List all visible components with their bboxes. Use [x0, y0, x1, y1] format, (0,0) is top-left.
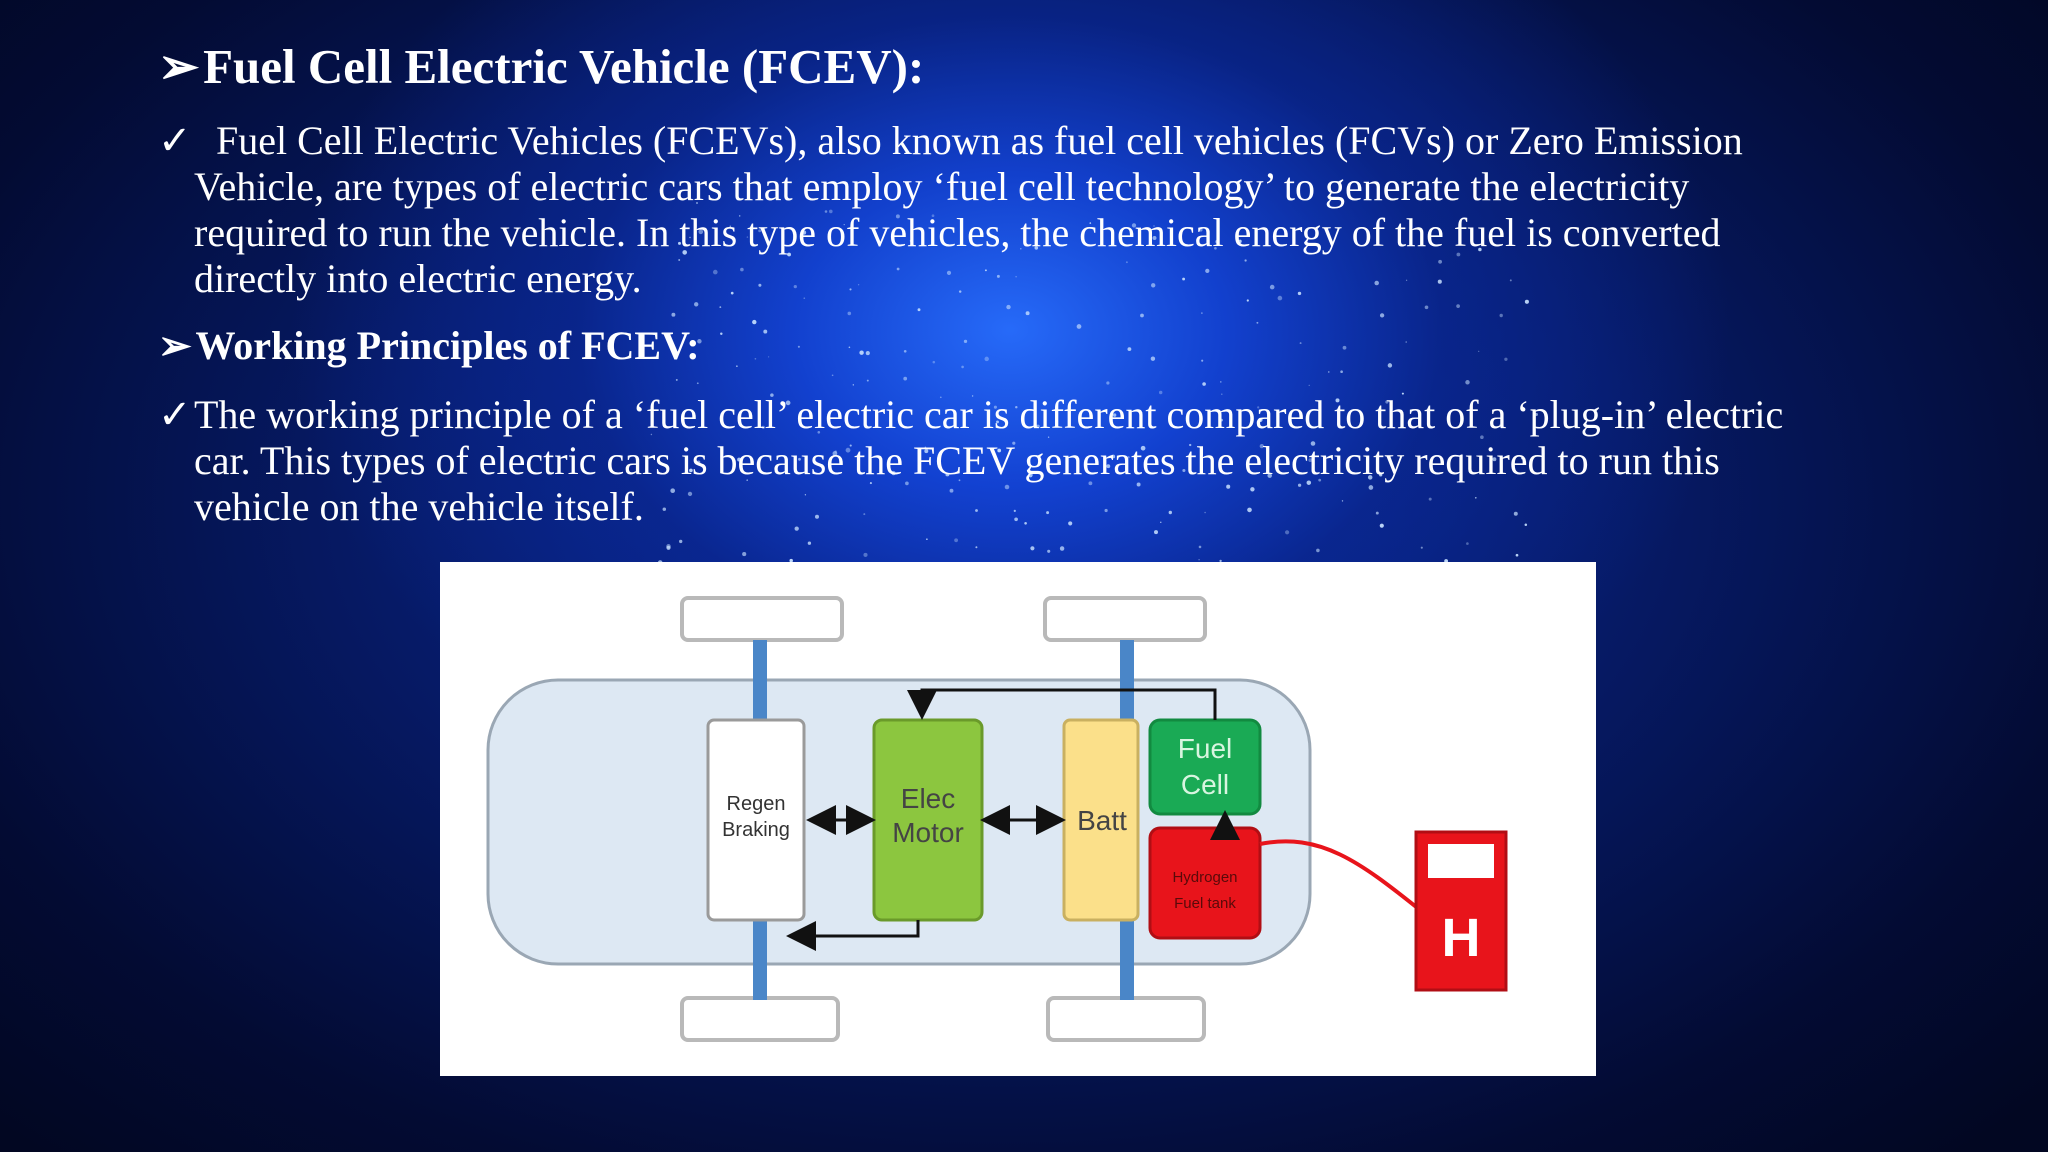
bullet-line: required to run the vehicle. In this typ… [194, 210, 1721, 255]
fuel-cell-label-1: Fuel [1178, 733, 1232, 764]
bullet-line: Fuel Cell Electric Vehicles (FCEVs), als… [216, 118, 1743, 163]
checkmark-icon: ✓ [158, 118, 192, 163]
bullet-line: Vehicle, are types of electric cars that… [194, 164, 1690, 209]
bullet-working-principle: ✓ The working principle of a ‘fuel cell’… [158, 392, 1958, 542]
regen-label-1: Regen [727, 793, 786, 815]
fcev-diagram: Regen Braking Elec Motor Batt Fuel Cell … [440, 562, 1596, 1076]
battery-label: Batt [1077, 805, 1127, 836]
slide-title: Fuel Cell Electric Vehicle (FCEV): [203, 39, 925, 94]
wheel-rear-top [1043, 596, 1207, 642]
station-display [1428, 844, 1494, 878]
regen-braking-block [706, 718, 806, 922]
bullet-line: The working principle of a ‘fuel cell’ e… [194, 392, 1784, 437]
arrow-bullet-icon: ➢ [158, 39, 200, 94]
fuel-hose [1259, 839, 1422, 912]
fuel-cell-block [1148, 718, 1262, 816]
station-label: H [1442, 908, 1481, 968]
slide-title-row: ➢Fuel Cell Electric Vehicle (FCEV): [158, 38, 924, 95]
section-subtitle: Working Principles of FCEV: [195, 323, 700, 368]
bullet-fcev-definition: ✓ Fuel Cell Electric Vehicles (FCEVs), a… [158, 118, 1958, 308]
checkmark-icon: ✓ [158, 392, 192, 437]
wheel-front-bottom [680, 996, 840, 1042]
motor-label-2: Motor [892, 817, 964, 848]
bullet-line: directly into electric energy. [194, 256, 642, 301]
tank-label-1: Hydrogen [1172, 869, 1237, 886]
fuel-cell-label-2: Cell [1181, 769, 1229, 800]
arrow-motor-regen [786, 920, 920, 951]
bullet-line: car. This types of electric cars is beca… [194, 438, 1720, 483]
arrow-fuelcell-motor [907, 688, 1217, 720]
hydrogen-tank-block [1148, 826, 1262, 940]
wheel-rear-bottom [1046, 996, 1206, 1042]
section-subtitle-row: ➢Working Principles of FCEV: [158, 322, 700, 369]
motor-label-1: Elec [901, 783, 955, 814]
wheel-front-top [680, 596, 844, 642]
arrow-bullet-icon: ➢ [158, 323, 192, 368]
regen-label-2: Braking [722, 819, 790, 841]
tank-label-2: Fuel tank [1174, 895, 1236, 912]
bullet-line: vehicle on the vehicle itself. [194, 484, 644, 529]
